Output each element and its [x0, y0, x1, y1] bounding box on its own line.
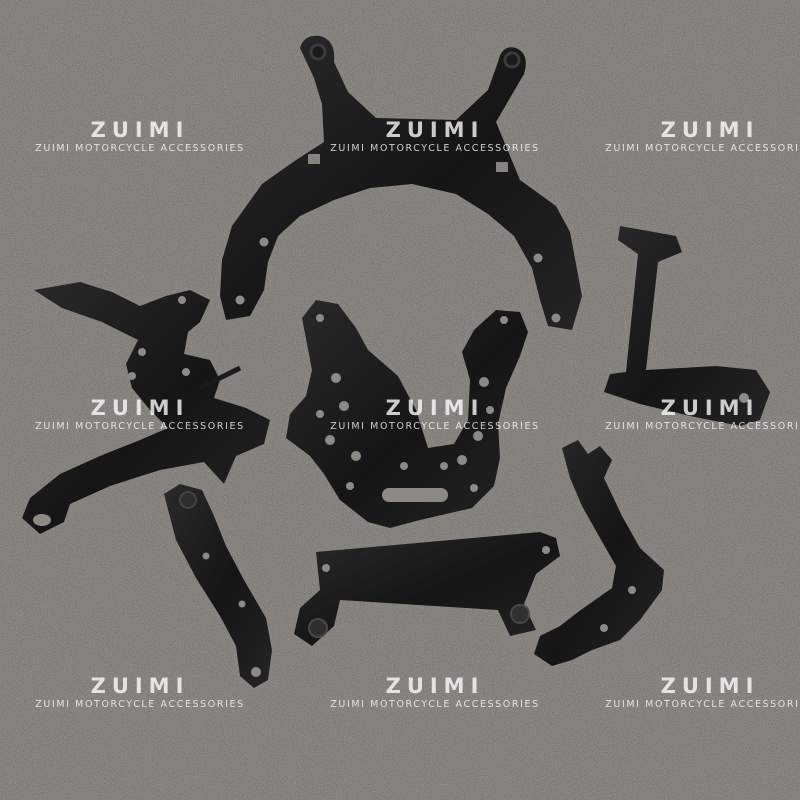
plate-hole — [346, 482, 354, 490]
plate-hole — [473, 431, 483, 441]
bracket-hole — [128, 372, 136, 380]
lower-right-hook-bracket — [534, 440, 664, 666]
bracket-hole — [739, 393, 749, 403]
center-perforated-plate — [286, 300, 528, 528]
bracket-hole — [533, 253, 543, 263]
bracket-hole — [628, 586, 636, 594]
bracket-hole — [309, 43, 327, 61]
bar-nut — [308, 618, 328, 638]
bar-hole — [322, 564, 330, 572]
lower-left-strap — [164, 484, 272, 688]
bar-nut — [510, 604, 530, 624]
bracket-bolt — [198, 365, 242, 391]
plate-hole — [400, 462, 408, 470]
plate-hole — [457, 455, 467, 465]
plate-hole — [339, 401, 349, 411]
bracket-hole — [503, 51, 521, 69]
strap-nut — [179, 491, 197, 509]
plate-hole — [479, 377, 489, 387]
plate-hole — [440, 462, 448, 470]
plate-hole — [325, 435, 335, 445]
bracket-hole — [259, 237, 269, 247]
bracket-hole — [235, 295, 245, 305]
bracket-hole — [600, 624, 608, 632]
bracket-hole — [138, 348, 146, 356]
plate-hole — [316, 314, 324, 322]
plate-hole — [351, 451, 361, 461]
right-l-bracket — [604, 226, 770, 426]
strap-hole — [202, 552, 210, 560]
plate-hole — [331, 373, 341, 383]
bracket-hole — [182, 368, 190, 376]
bracket-hole — [178, 296, 186, 304]
plate-hole — [500, 316, 508, 324]
plate-hole — [316, 410, 324, 418]
strap-hole — [251, 667, 261, 677]
plate-hole — [470, 484, 478, 492]
left-side-bracket — [22, 282, 270, 534]
lower-crossbar — [294, 532, 560, 646]
bracket-hole — [551, 313, 561, 323]
bar-hole — [542, 546, 550, 554]
strap-hole — [238, 600, 246, 608]
plate-hole — [486, 406, 494, 414]
bracket-hole — [33, 514, 51, 526]
top-fairing-bracket — [220, 35, 582, 330]
plate-slot — [382, 488, 448, 502]
